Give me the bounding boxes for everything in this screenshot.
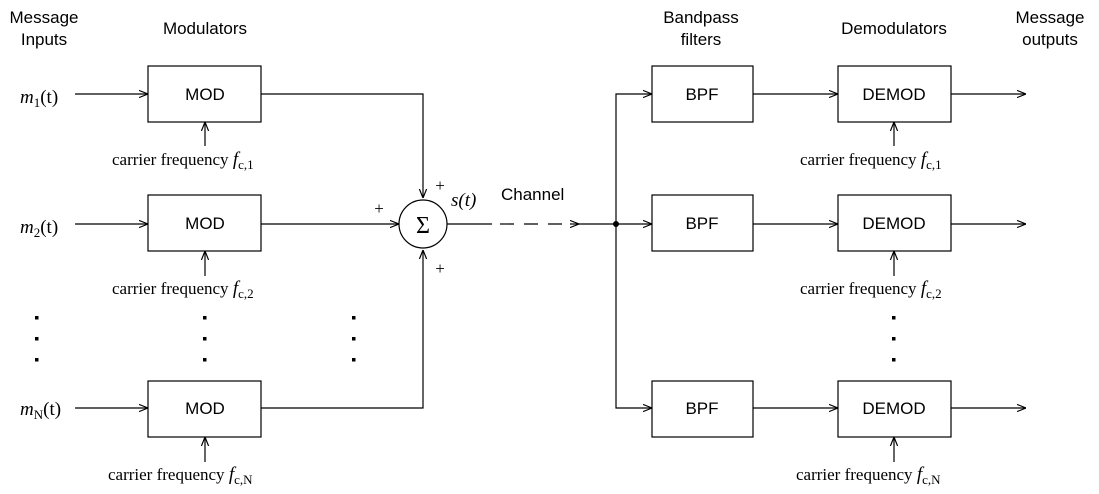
input-mN-label: mN(t): [20, 399, 61, 422]
bpf-label-1: BPF: [685, 85, 718, 104]
mod-label-N: MOD: [185, 399, 225, 418]
header-message-inputs-line1: Message: [10, 8, 79, 27]
demod-block-1: [837, 65, 952, 123]
mod-output-wire-N: [261, 250, 423, 409]
summer-output-label: s(t): [451, 190, 476, 211]
carrier-label-demod-N: carrier frequency fc,N: [796, 464, 941, 487]
bpf-label-N: BPF: [685, 399, 718, 418]
split-wire-1: [615, 94, 652, 224]
split-wire-N: [615, 224, 652, 408]
carrier-label-demod-2: carrier frequency fc,2: [800, 278, 942, 301]
bpf-block-1: [651, 65, 754, 123]
header-bandpass-line1: Bandpass: [663, 8, 739, 27]
carrier-label-mod-1: carrier frequency fc,1: [112, 149, 254, 172]
header-modulators: Modulators: [163, 19, 247, 38]
header-message-outputs-line2: outputs: [1022, 30, 1078, 49]
input-m1-label: m1(t): [20, 87, 58, 110]
mod-label-2: MOD: [185, 214, 225, 233]
summer-plus-left: +: [374, 199, 384, 218]
summer-plus-top: +: [435, 176, 445, 195]
carrier-label-demod-1: carrier frequency fc,1: [800, 149, 942, 172]
mod-block-2: [147, 194, 262, 252]
channel-label: Channel: [501, 185, 564, 204]
bpf-block-N: [651, 380, 754, 438]
header-bandpass-line2: filters: [681, 30, 722, 49]
demod-label-2: DEMOD: [862, 214, 925, 233]
demod-label-N: DEMOD: [862, 399, 925, 418]
demod-label-1: DEMOD: [862, 85, 925, 104]
carrier-label-mod-2: carrier frequency fc,2: [112, 278, 254, 301]
bpf-block-2: [651, 194, 754, 252]
summer-sigma: Σ: [416, 213, 430, 239]
mod-label-1: MOD: [185, 85, 225, 104]
mod-output-wire-1: [261, 93, 423, 198]
summer-plus-bottom: +: [435, 259, 445, 278]
demod-block-2: [837, 194, 952, 252]
header-message-outputs-line1: Message: [1016, 8, 1085, 27]
bpf-label-2: BPF: [685, 214, 718, 233]
header-message-inputs-line2: Inputs: [21, 30, 67, 49]
demod-block-N: [837, 380, 952, 438]
header-demodulators: Demodulators: [841, 19, 947, 38]
input-m2-label: m2(t): [20, 217, 58, 240]
carrier-label-mod-N: carrier frequency fc,N: [108, 464, 253, 487]
ellipsis-dots-right: [892, 316, 896, 362]
ellipsis-dots-left: [35, 316, 356, 362]
mod-block-N: [147, 380, 262, 438]
